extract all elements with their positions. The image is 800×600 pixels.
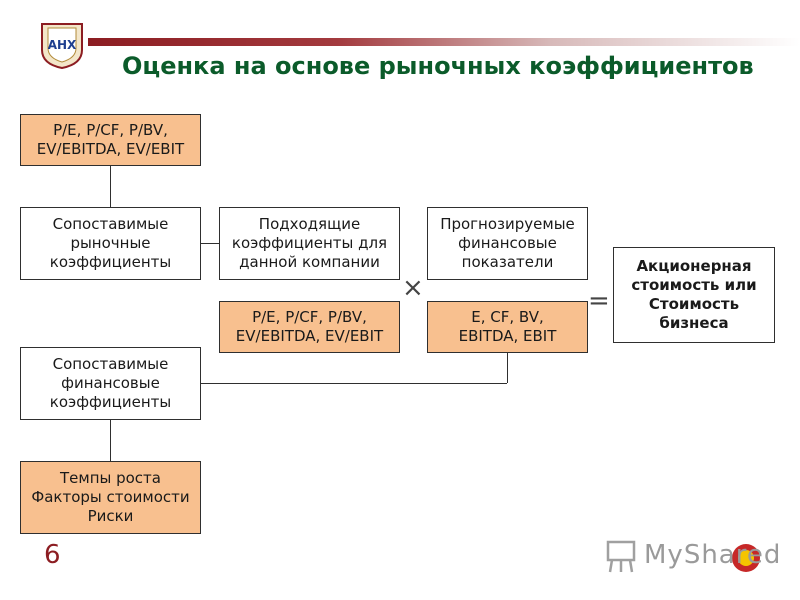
multiples-mid-box: P/E, P/CF, P/BV, EV/EBITDA, EV/EBIT (219, 301, 400, 353)
connector-bottom (110, 420, 111, 461)
logo-lettering: АНХ (48, 38, 77, 52)
equity-value-box: Акционерная стоимость или Стоимость бизн… (613, 247, 775, 343)
drivers-box: Темпы роста Факторы стоимости Риски (20, 461, 201, 534)
connector-top (110, 165, 111, 208)
header-rule (88, 38, 800, 46)
comparable-market-box: Сопоставимые рыночные коэффициенты (20, 207, 201, 280)
page-title: Оценка на основе рыночных коэффициентов (122, 52, 754, 80)
connector-comparable-to-suitable (200, 243, 220, 244)
forecast-financials-box: Прогнозируемые финансовые показатели (427, 207, 588, 280)
watermark-text: MyShared (644, 540, 782, 570)
watermark-icon (606, 536, 766, 576)
suitable-multiples-box: Подходящие коэффициенты для данной компа… (219, 207, 400, 280)
connector-financial-horizontal (200, 383, 507, 384)
equals-sign: = (588, 286, 610, 316)
multiply-sign: × (402, 273, 424, 303)
connector-financial-vertical (507, 352, 508, 383)
multiples-top-box: P/E, P/CF, P/BV, EV/EBITDA, EV/EBIT (20, 114, 201, 166)
comparable-financial-box: Сопоставимые финансовые коэффициенты (20, 347, 201, 420)
logo: АНХ (38, 20, 86, 70)
financial-bases-box: E, CF, BV, EBITDA, EBIT (427, 301, 588, 353)
page-number: 6 (44, 540, 61, 570)
